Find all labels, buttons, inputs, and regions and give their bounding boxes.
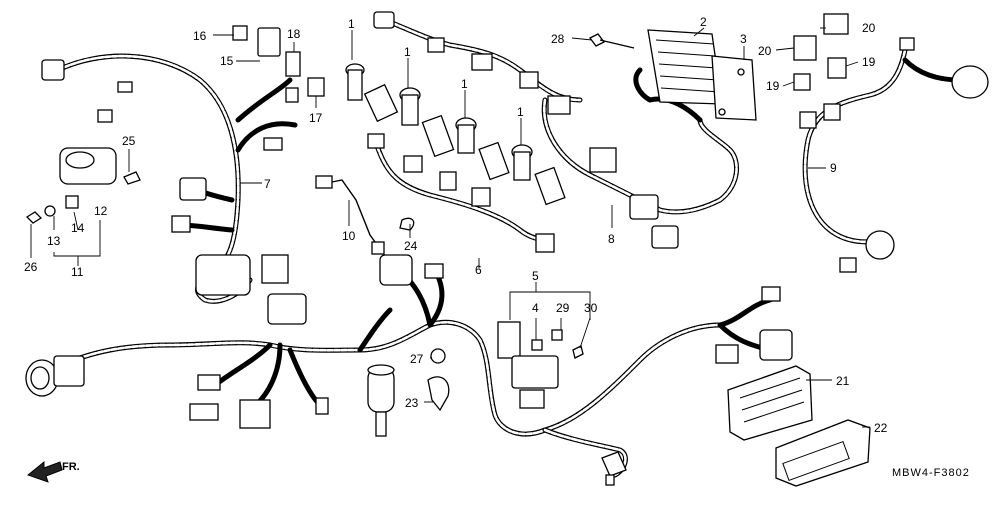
callout-13: 13 (47, 234, 61, 248)
engine-control-module (727, 365, 871, 487)
callout-28: 28 (551, 32, 565, 46)
callout-30: 30 (584, 301, 598, 315)
callout-1: 1 (404, 45, 411, 59)
callout-14: 14 (71, 221, 85, 235)
sub-harness-7 (41, 53, 299, 304)
sub-harness-8 (541, 67, 740, 249)
front-marker-text: FR. (62, 461, 80, 473)
callout-27: 27 (410, 352, 424, 366)
callout-20: 20 (862, 21, 876, 35)
callout-15: 15 (220, 54, 234, 68)
leader-lines (30, 27, 870, 428)
callout-18: 18 (287, 27, 301, 41)
callout-3: 3 (740, 32, 747, 46)
callout-24: 24 (404, 239, 418, 253)
callout-2: 2 (700, 15, 707, 29)
callout-7: 7 (264, 177, 271, 191)
callout-5: 5 (532, 269, 539, 283)
front-direction-arrow: FR. (26, 460, 80, 483)
callout-11: 11 (71, 265, 84, 279)
sub-harness-6 (367, 133, 555, 253)
callout-10: 10 (342, 229, 356, 243)
callout-4: 4 (532, 301, 539, 315)
callout-26: 26 (24, 260, 38, 274)
diagram-code: MBW4-F3802 (892, 467, 970, 479)
callout-numbers: 1 1 1 1 2 3 4 5 6 7 8 9 10 11 12 13 14 1… (24, 15, 888, 435)
callout-12: 12 (94, 204, 108, 218)
callout-16: 16 (193, 29, 207, 43)
sub-harness-9 (799, 37, 989, 273)
callout-6: 6 (475, 263, 482, 277)
ignition-coils (345, 11, 583, 206)
callout-21: 21 (836, 374, 850, 388)
callout-1: 1 (348, 17, 355, 31)
callout-23: 23 (405, 396, 419, 410)
callout-19: 19 (766, 79, 780, 93)
callout-1: 1 (461, 77, 468, 91)
callout-1: 1 (517, 105, 524, 119)
callout-8: 8 (608, 232, 615, 246)
callout-25: 25 (122, 134, 136, 148)
callout-9: 9 (830, 161, 837, 175)
regulator-rectifier (589, 29, 757, 121)
callout-19: 19 (862, 55, 876, 69)
callout-17: 17 (309, 111, 323, 125)
main-wire-harness (25, 254, 793, 486)
callout-22: 22 (874, 421, 888, 435)
misc-small-parts (315, 175, 584, 412)
callout-29: 29 (556, 301, 570, 315)
callout-20: 20 (758, 44, 772, 58)
tilt-switch-assembly (25, 147, 141, 224)
